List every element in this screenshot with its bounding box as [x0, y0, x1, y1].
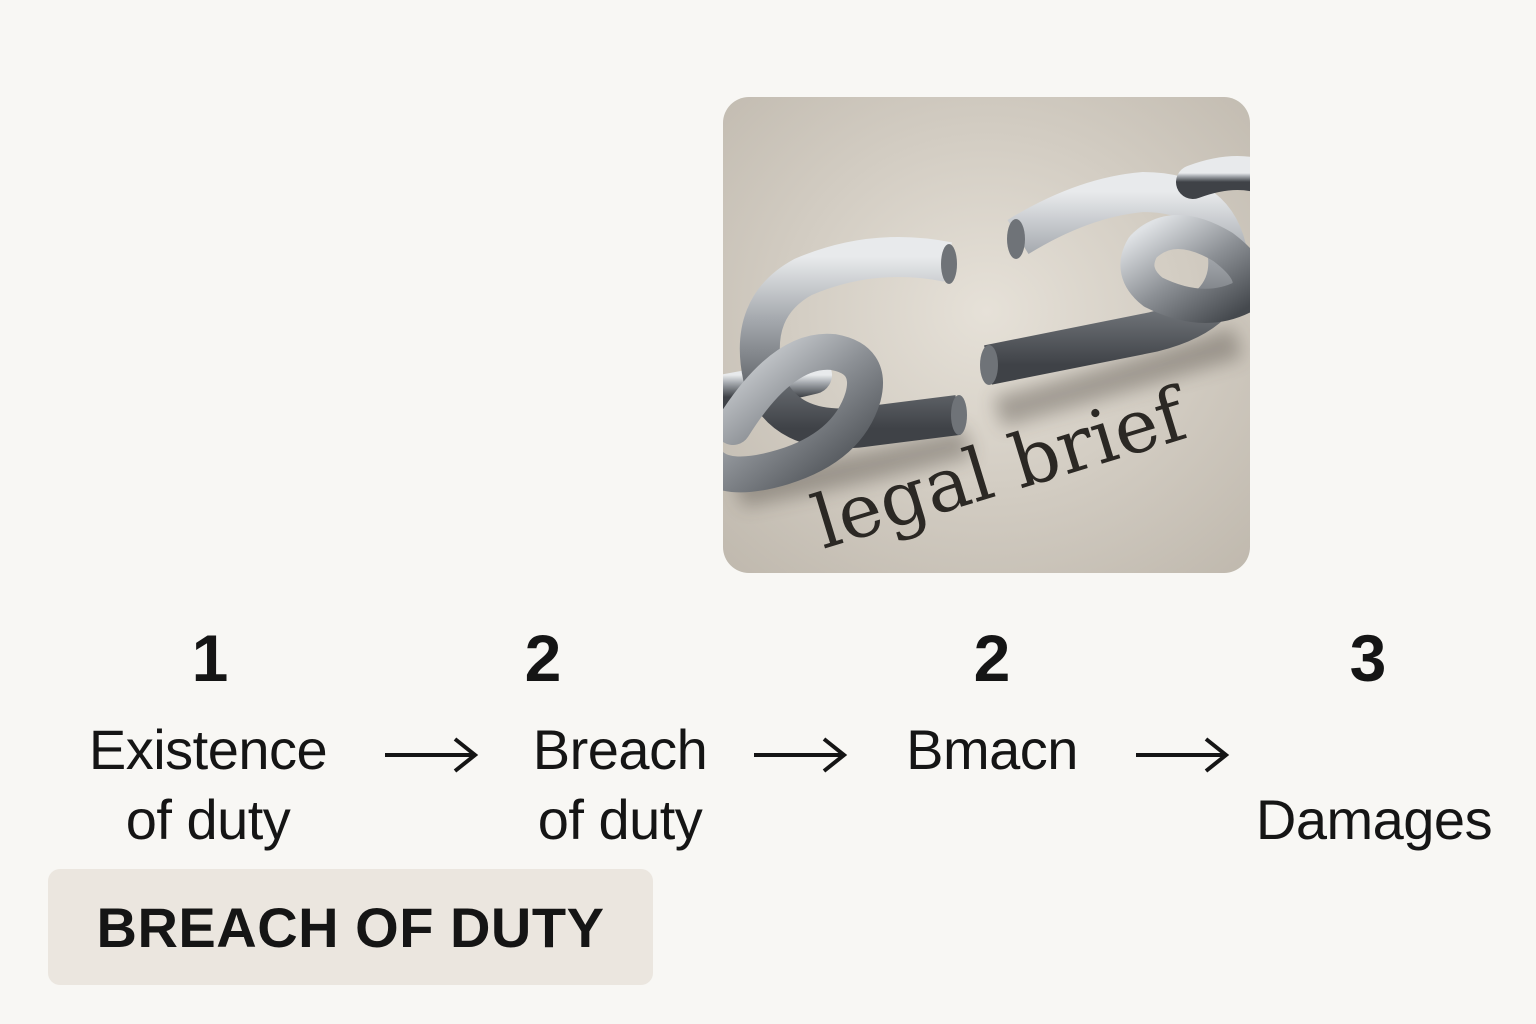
step-2-label-line2: of duty: [537, 788, 703, 851]
arrow-right-icon: [383, 733, 479, 777]
arrow-right-icon: [752, 733, 848, 777]
step-2-label-line1: Breach: [532, 718, 708, 781]
step-4-number: 3: [1349, 621, 1387, 695]
step-2-number: 2: [524, 621, 562, 695]
step-3-number: 2: [973, 621, 1011, 695]
step-3-label-line1: Bmacn: [906, 718, 1078, 781]
arrow-right-icon: [1134, 733, 1230, 777]
step-4-label-line2: Damages: [1255, 788, 1493, 851]
step-1-label-line1: Existence: [88, 718, 328, 781]
badge-text: BREACH OF DUTY: [96, 895, 605, 959]
broken-chain-photo: legal brief: [723, 97, 1250, 573]
breach-of-duty-badge: BREACH OF DUTY: [48, 869, 653, 985]
step-1-number: 1: [191, 621, 229, 695]
step-1-label-line2: of duty: [125, 788, 291, 851]
